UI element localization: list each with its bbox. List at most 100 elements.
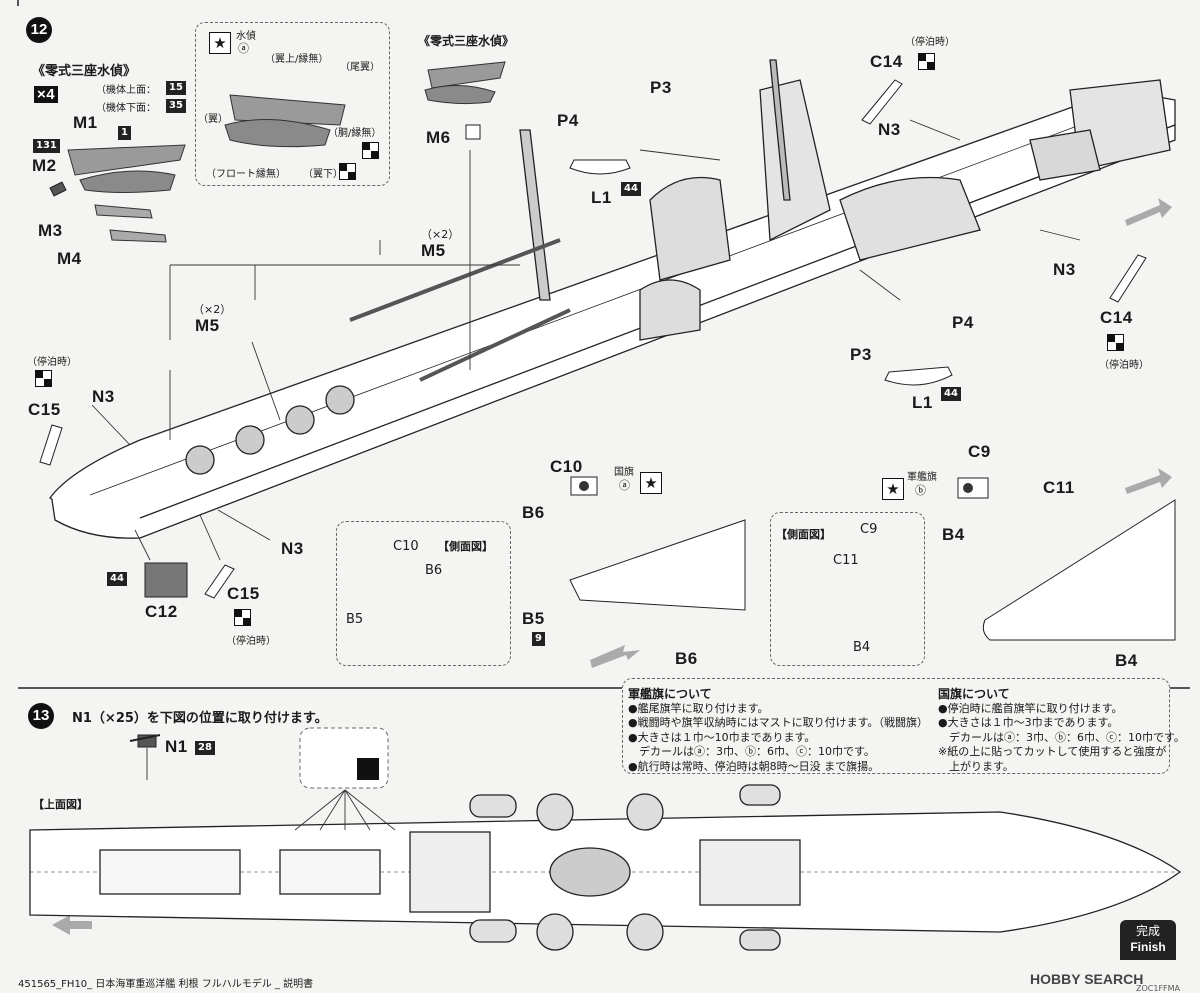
side-view-2-title: 【側面図】: [776, 528, 831, 541]
checker-icon-c15-left: [35, 370, 52, 387]
label-c12: C12: [145, 602, 178, 621]
naval-b: ⓑ: [915, 484, 926, 497]
bow-detail: [569, 519, 746, 611]
plane-bottom-num: 35: [166, 99, 186, 113]
footer-text: 451565_FH10_ 日本海軍重巡洋艦 利根 フルハルモデル _ 説明書: [18, 979, 314, 990]
inset-label: 水偵: [236, 31, 256, 42]
top-view-title: 【上面図】: [33, 798, 88, 811]
label-p4-top: P4: [557, 111, 579, 130]
label-c15-left: C15: [28, 400, 61, 419]
side-view-box-1: [336, 521, 511, 666]
label-c9: C9: [968, 442, 991, 461]
plane-title: 《零式三座水偵》: [32, 64, 137, 79]
ladder-c15-left: [39, 424, 63, 466]
ensign-line: ●大きさは１巾〜10巾まであります。: [628, 730, 816, 744]
plane-bottom-label: （機体下面：: [96, 103, 156, 114]
label-l1-top: L1: [591, 188, 612, 207]
label-p4-mid: P4: [952, 313, 974, 332]
checker-icon-inset: [362, 142, 379, 159]
ensign-notes: 軍艦旗について ●艦尾旗竿に取り付けます。 ●戦闘時や旗竿収納時にはマストに取り…: [628, 687, 928, 774]
inset-a: ⓐ: [238, 42, 249, 55]
quantity-x4: ×4: [34, 86, 59, 103]
label-b4-right: B4: [1115, 651, 1138, 670]
boat-l1-top: [569, 159, 631, 175]
star-icon-ensign: ★: [882, 478, 904, 500]
decal-inset-box: [195, 22, 390, 186]
label-p3-top: P3: [650, 78, 672, 97]
stern-detail: [982, 499, 1176, 641]
inset-wing-top: （翼上/縁無）: [265, 54, 329, 65]
flag-line: 上がります。: [938, 759, 1014, 773]
label-c11: C11: [1043, 478, 1075, 497]
flag-line: ●停泊時に艦首旗竿に取り付けます。: [938, 701, 1123, 715]
inset-tail: （尾翼）: [340, 62, 380, 73]
label-b6-top: B6: [522, 503, 545, 522]
moored-right: （停泊時）: [1099, 360, 1149, 371]
step-number-13: 13: [28, 703, 54, 729]
ensign-line: ●航行時は常時、停泊時は朝8時〜日没 まで旗揚。: [628, 759, 880, 773]
national-flag-label: 国旗: [614, 467, 634, 478]
label-n1: N1: [165, 737, 188, 756]
finish-jp: 完成: [1135, 924, 1160, 938]
m2-num: 131: [33, 139, 60, 153]
label-m2: M2: [32, 156, 57, 175]
ladder-c14-top: [861, 79, 903, 125]
side-view-1-title: 【側面図】: [438, 540, 493, 553]
inset-float: （フロート縁無）: [206, 169, 286, 180]
label-n3-left: N3: [92, 387, 115, 406]
label-n3-bottom: N3: [281, 539, 304, 558]
label-m1: M1: [73, 113, 98, 132]
label-m5-b: M5: [195, 316, 220, 335]
sv2-b4: B4: [853, 640, 871, 655]
ensign-title: 軍艦旗について: [628, 687, 712, 701]
flag-line: ●大きさは１巾〜3巾まであります。: [938, 716, 1119, 729]
label-m4: M4: [57, 249, 82, 268]
ensign-line: ●艦尾旗竿に取り付けます。: [628, 701, 769, 715]
checker-icon-c14-top: [918, 53, 935, 70]
plane-top-num: 15: [166, 81, 186, 95]
l1-mid-num: 44: [941, 387, 961, 401]
plane-top-label: （機体上面：: [96, 85, 156, 96]
label-m5-a: M5: [421, 241, 446, 260]
finish-badge: 完成 Finish: [1120, 920, 1176, 960]
m5-a-x2: （×2）: [421, 228, 460, 241]
plane-m1: [67, 144, 186, 243]
ladder-c15-bottom: [204, 564, 235, 599]
decal-icon: [357, 758, 379, 780]
arrow-left-bottom: [52, 915, 92, 935]
label-m3: M3: [38, 221, 63, 240]
top-view-leaders: [294, 789, 396, 831]
star-icon-national: ★: [640, 472, 662, 494]
arrow-right-mid: [1125, 468, 1172, 494]
boat-l1-mid: [884, 366, 953, 386]
plane-inset: [224, 94, 346, 148]
arrow-left-mid: [590, 645, 640, 668]
notes-box: [622, 678, 1170, 774]
label-b4-left: B4: [942, 525, 965, 544]
ladder-c14-right: [1109, 254, 1147, 303]
naval-ensign-label: 軍艦旗: [907, 472, 937, 483]
inset-wing: （翼）: [198, 114, 228, 125]
star-icon: ★: [209, 32, 231, 54]
step-number-12: 12: [26, 17, 52, 43]
leader-lines: [91, 119, 1081, 561]
sv1-b5: B5: [346, 612, 364, 627]
footer-code: ZOC1FFMA: [1136, 984, 1181, 993]
b5-num: 9: [532, 632, 545, 646]
l1-top-num: 44: [621, 182, 641, 196]
flag-title: 国旗について: [938, 687, 1010, 701]
label-n3-top: N3: [878, 120, 901, 139]
part-m6-block: [465, 124, 481, 140]
ship-main-drawing: [49, 59, 1176, 539]
n1-num: 28: [195, 741, 215, 755]
label-m6: M6: [426, 128, 451, 147]
label-b6-bottom: B6: [675, 649, 698, 668]
part-n1: [129, 734, 161, 780]
sv2-c9: C9: [860, 522, 878, 537]
moored-top: （停泊時）: [905, 37, 955, 48]
m1-num: 1: [118, 126, 131, 140]
ensign-line: ●戦闘時や旗竿収納時にはマストに取り付けます。（戦闘旗）: [628, 716, 928, 729]
watermark-logo: HOBBY SEARCH: [1030, 971, 1144, 987]
prop-m2: [49, 181, 67, 197]
